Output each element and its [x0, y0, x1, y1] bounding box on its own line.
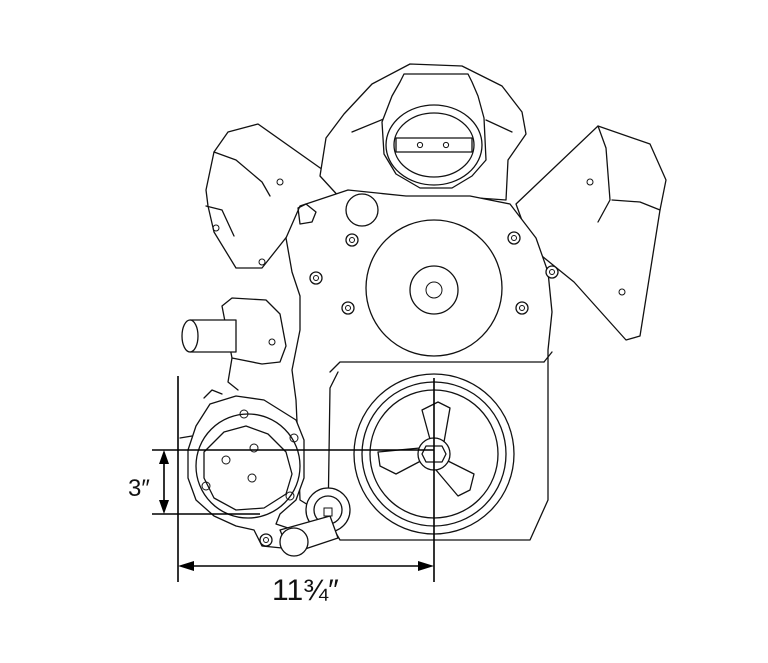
cover-bolts [258, 231, 559, 315]
cam-sensor-boss [345, 193, 379, 227]
power-steering-pump [179, 389, 305, 549]
bolt [259, 533, 273, 547]
bolt [341, 301, 355, 315]
bolt [345, 233, 359, 247]
horizontal-dimension-label: 11¾″ [272, 574, 339, 607]
bolt [515, 301, 529, 315]
water-outlet [181, 297, 287, 391]
throttle-plate-screw [416, 141, 424, 149]
water-pump-shaft [425, 281, 443, 299]
horizontal-arrow-left [178, 561, 194, 571]
bolt [545, 265, 559, 279]
horizontal-arrow-right [418, 561, 434, 571]
throttle-plate-screw [442, 141, 450, 149]
water-pump [365, 219, 503, 357]
right-head-bolt [586, 178, 594, 186]
ps-pump-body [195, 413, 301, 519]
right-cylinder-head [515, 125, 667, 341]
small-hole [258, 258, 266, 266]
water-pump-hub [409, 265, 459, 315]
bolt [309, 271, 323, 285]
idler-pulley [279, 487, 351, 557]
left-head-bolt [212, 224, 220, 232]
vertical-arrow-top [159, 450, 169, 464]
dimension-annotations: 3″ 11¾″ [128, 376, 435, 607]
bolt [507, 231, 521, 245]
vertical-arrow-bottom [159, 500, 169, 514]
throttle-body [381, 73, 487, 189]
crank-bolt [421, 445, 447, 463]
left-head-bolt [276, 178, 284, 186]
right-head-bolt [618, 288, 626, 296]
vertical-dimension-label: 3″ [128, 475, 150, 502]
